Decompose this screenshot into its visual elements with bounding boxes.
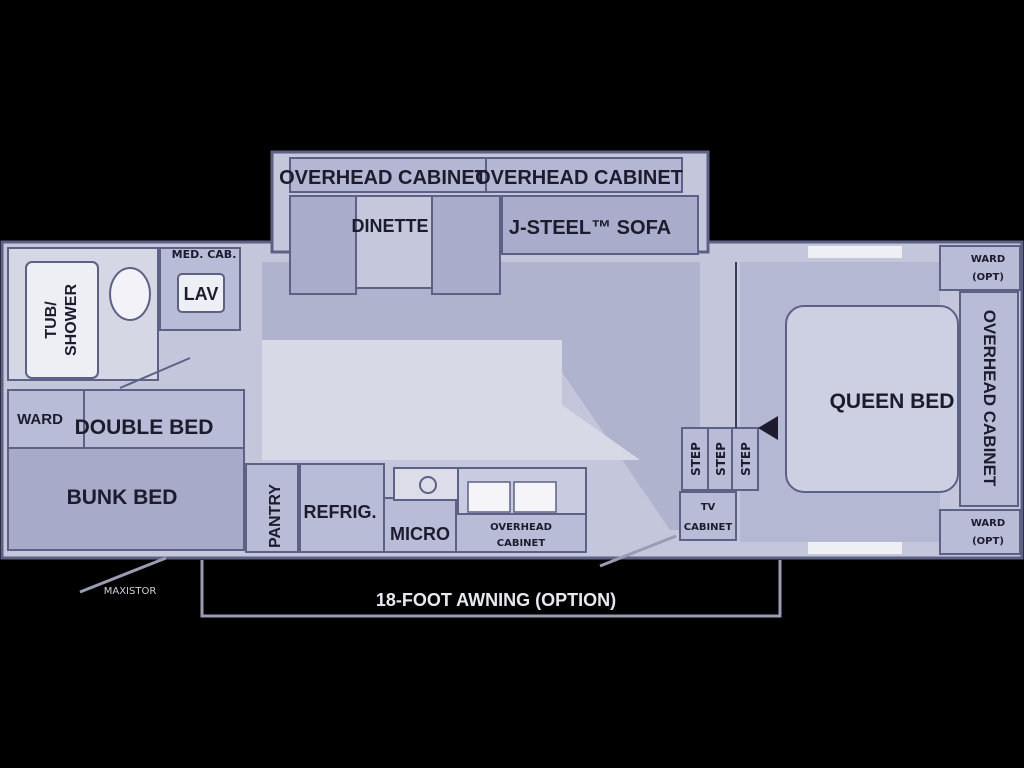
refrigerator [299,463,385,553]
bunk-bed-label: BUNK BED [67,486,178,509]
ward-top-label-1: WARD [971,254,1005,265]
lav-sink [177,273,225,313]
tv-cabinet [679,491,737,541]
awning-bracket [200,560,782,618]
tv-cabinet-label-2: CABINET [684,522,733,533]
labels: OVERHEAD CABINET OVERHEAD CABINET DINETT… [17,167,1005,610]
maxistor-pointer [79,556,167,594]
tub-shower [25,261,99,379]
exterior-notes [79,534,782,618]
tub-shower-label-1: TUB/ [43,301,60,339]
galley [245,463,587,553]
refrig-label: REFRIG. [303,502,376,522]
step-2-label: STEP [714,442,728,476]
ward-top-label-2: (OPT) [972,272,1004,283]
galley-overhead-label-2: CABINET [497,538,546,549]
bunk-bed [7,447,245,551]
stove [393,467,459,501]
bedroom [785,245,1021,555]
bunk-area [7,389,245,551]
step-3 [731,427,759,491]
entry-pointer [599,534,677,568]
ward-left [7,389,85,449]
tub-shower-label-2: SHOWER [63,284,80,356]
sink-basin-right [513,481,557,513]
queen-bed [785,305,959,493]
lav-label: LAV [184,284,219,304]
galley-overhead-cabinet [455,513,587,553]
med-cab-label: MED. CAB. [172,248,237,261]
overhead-cabinet-left-label: OVERHEAD CABINET [279,167,487,189]
microwave [383,497,457,553]
sofa-label: J-STEEL™ SOFA [509,217,671,239]
dinette-bench-left [289,195,357,295]
pantry-label: PANTRY [267,484,284,548]
micro-label: MICRO [390,524,450,544]
dinette-bench-right [431,195,501,295]
overhead-cabinet-right [959,291,1019,507]
dinette-table [355,195,433,289]
ward-bottom-label-1: WARD [971,518,1005,529]
overhead-cabinet-right-label: OVERHEAD CABINET [980,310,999,487]
window-bottom [808,542,902,554]
double-bed-label: DOUBLE BED [75,416,214,439]
awning-label: 18-FOOT AWNING (OPTION) [376,590,616,610]
ward-left-label: WARD [17,411,63,428]
ward-top [939,245,1021,291]
maxistor-label: MAXISTOR [104,586,157,597]
overhead-cabinet-mid [485,157,683,193]
overhead-cabinet-mid-label: OVERHEAD CABINET [475,167,683,189]
step-1 [681,427,709,491]
ward-bottom [939,509,1021,555]
ward-bottom-label-2: (OPT) [972,536,1004,547]
window-top [808,246,902,258]
sink-basin-left [467,481,511,513]
bath-door [119,357,191,389]
pantry [245,463,299,553]
entry [679,262,778,541]
step-3-label: STEP [739,442,753,476]
tv-cabinet-label-1: TV [701,502,716,513]
slide-out [289,157,699,295]
dinette-label: DINETTE [351,216,428,236]
toilet [109,267,151,321]
entry-arrow [758,416,778,440]
bathroom [7,247,241,389]
step-1-label: STEP [689,442,703,476]
galley-overhead-label-1: OVERHEAD [490,522,552,533]
queen-bed-label: QUEEN BED [830,390,955,413]
sofa [501,195,699,255]
overhead-cabinet-left [289,157,487,193]
burner [419,476,437,494]
